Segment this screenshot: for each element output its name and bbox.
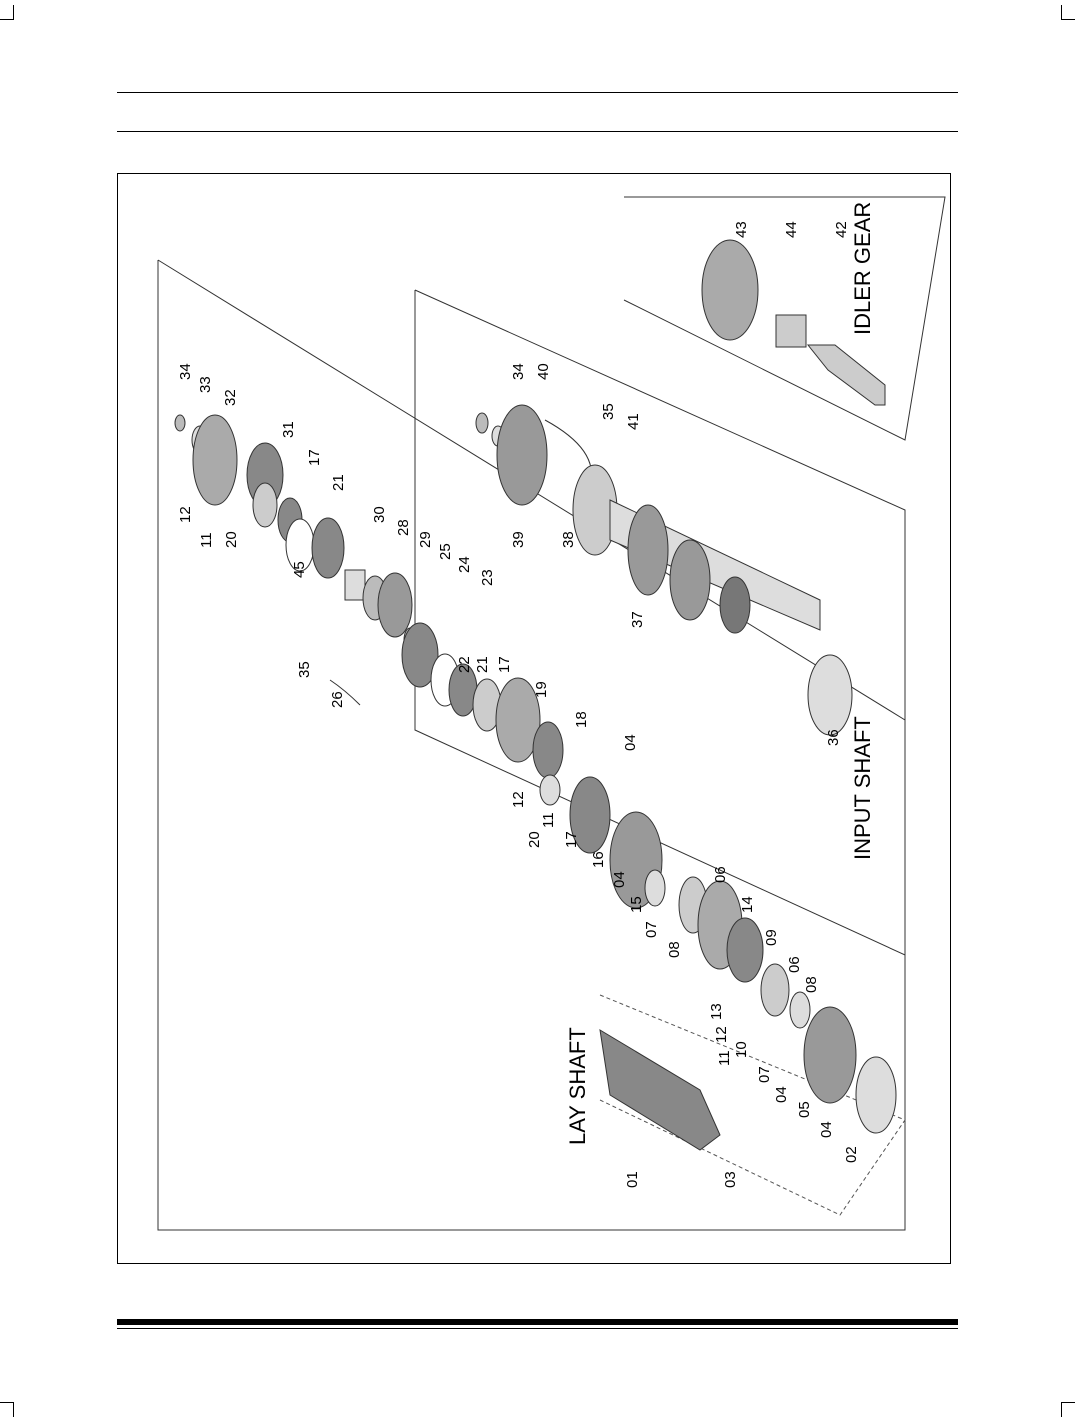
part-number-label: 10	[733, 1041, 750, 1058]
input-shaft-title: INPUT SHAFT	[850, 716, 875, 860]
idler-gear-panel	[623, 196, 946, 441]
part-number-label: 04	[611, 871, 628, 888]
part-number-label: 45	[291, 561, 308, 578]
part-number-label: 11	[540, 812, 557, 828]
part-number-label: 18	[573, 711, 590, 728]
part-number-label: 33	[197, 376, 214, 393]
figure-frame	[117, 173, 951, 1264]
idler-gear-title: IDLER GEAR	[850, 202, 875, 335]
part-number-label: 11	[716, 1050, 733, 1066]
part-number-label: 38	[560, 531, 577, 548]
part-number-label: 15	[628, 896, 645, 913]
part-number-label: 30	[371, 506, 388, 523]
part-number-label: 41	[625, 413, 642, 430]
part-number-label: 34	[510, 363, 527, 380]
part-number-label: 03	[722, 1171, 739, 1188]
part-number-label: 07	[643, 921, 660, 938]
part-number-label: 35	[296, 661, 313, 678]
part-number-label: 04	[622, 734, 639, 751]
part-number-label: 14	[739, 896, 756, 913]
part-number-label: 06	[712, 866, 729, 883]
part-number-label: 08	[666, 941, 683, 958]
part-number-label: 19	[533, 681, 550, 698]
part-number-label: 17	[496, 656, 513, 673]
part-number-label: 17	[563, 831, 580, 848]
part-number-label: 22	[456, 656, 473, 673]
part-number-label: 42	[833, 221, 850, 238]
footer-rule-thin	[117, 1328, 958, 1329]
part-number-label: 12	[177, 506, 194, 523]
part-number-label: 06	[786, 956, 803, 973]
part-number-label: 28	[395, 519, 412, 536]
part-number-label: 31	[280, 421, 297, 438]
part-number-label: 26	[329, 691, 346, 708]
part-number-label: 04	[818, 1121, 835, 1138]
part-number-label: 21	[330, 474, 347, 491]
part-number-label: 24	[456, 556, 473, 573]
part-number-label: 39	[510, 531, 527, 548]
gear-parts	[174, 239, 897, 1151]
crop-mark-bottom-left	[0, 1402, 14, 1417]
part-number-label: 05	[796, 1101, 813, 1118]
crop-mark-bottom-right	[1061, 1402, 1075, 1417]
lay-shaft-title: LAY SHAFT	[565, 1027, 590, 1145]
part-number-label: 34	[177, 363, 194, 380]
part-number-label: 25	[437, 543, 454, 560]
part-number-label: 08	[803, 976, 820, 993]
part-number-label: 37	[629, 611, 646, 628]
part-number-label: 13	[708, 1003, 725, 1020]
part-number-label: 32	[222, 389, 239, 406]
footer-rule-thick	[117, 1319, 958, 1325]
part-number-label: 20	[223, 531, 240, 548]
part-number-label: 40	[535, 363, 552, 380]
part-number-label: 12	[713, 1026, 730, 1043]
header-rule-top	[117, 92, 958, 93]
part-number-label: 16	[590, 851, 607, 868]
part-number-label: 11	[198, 532, 215, 548]
header-rule-bottom	[117, 131, 958, 132]
part-number-label: 21	[474, 656, 491, 673]
part-number-label: 29	[417, 531, 434, 548]
lay-shaft-panel	[157, 259, 906, 1231]
part-number-label: 20	[526, 831, 543, 848]
crop-mark-top-right	[1061, 5, 1075, 20]
part-number-label: 43	[733, 221, 750, 238]
part-number-label: 23	[479, 569, 496, 586]
part-number-label: 35	[600, 403, 617, 420]
part-number-label: 44	[783, 221, 800, 238]
part-number-label: 09	[763, 929, 780, 946]
lay-shaft-dashed-box	[599, 994, 906, 1216]
part-number-label: 01	[624, 1171, 641, 1188]
crop-mark-top-left	[0, 5, 14, 20]
part-number-label: 17	[306, 449, 323, 466]
part-number-label: 36	[825, 729, 842, 746]
part-number-label: 04	[773, 1086, 790, 1103]
part-number-label: 07	[756, 1066, 773, 1083]
part-number-label: 02	[843, 1146, 860, 1163]
part-number-label: 12	[510, 791, 527, 808]
